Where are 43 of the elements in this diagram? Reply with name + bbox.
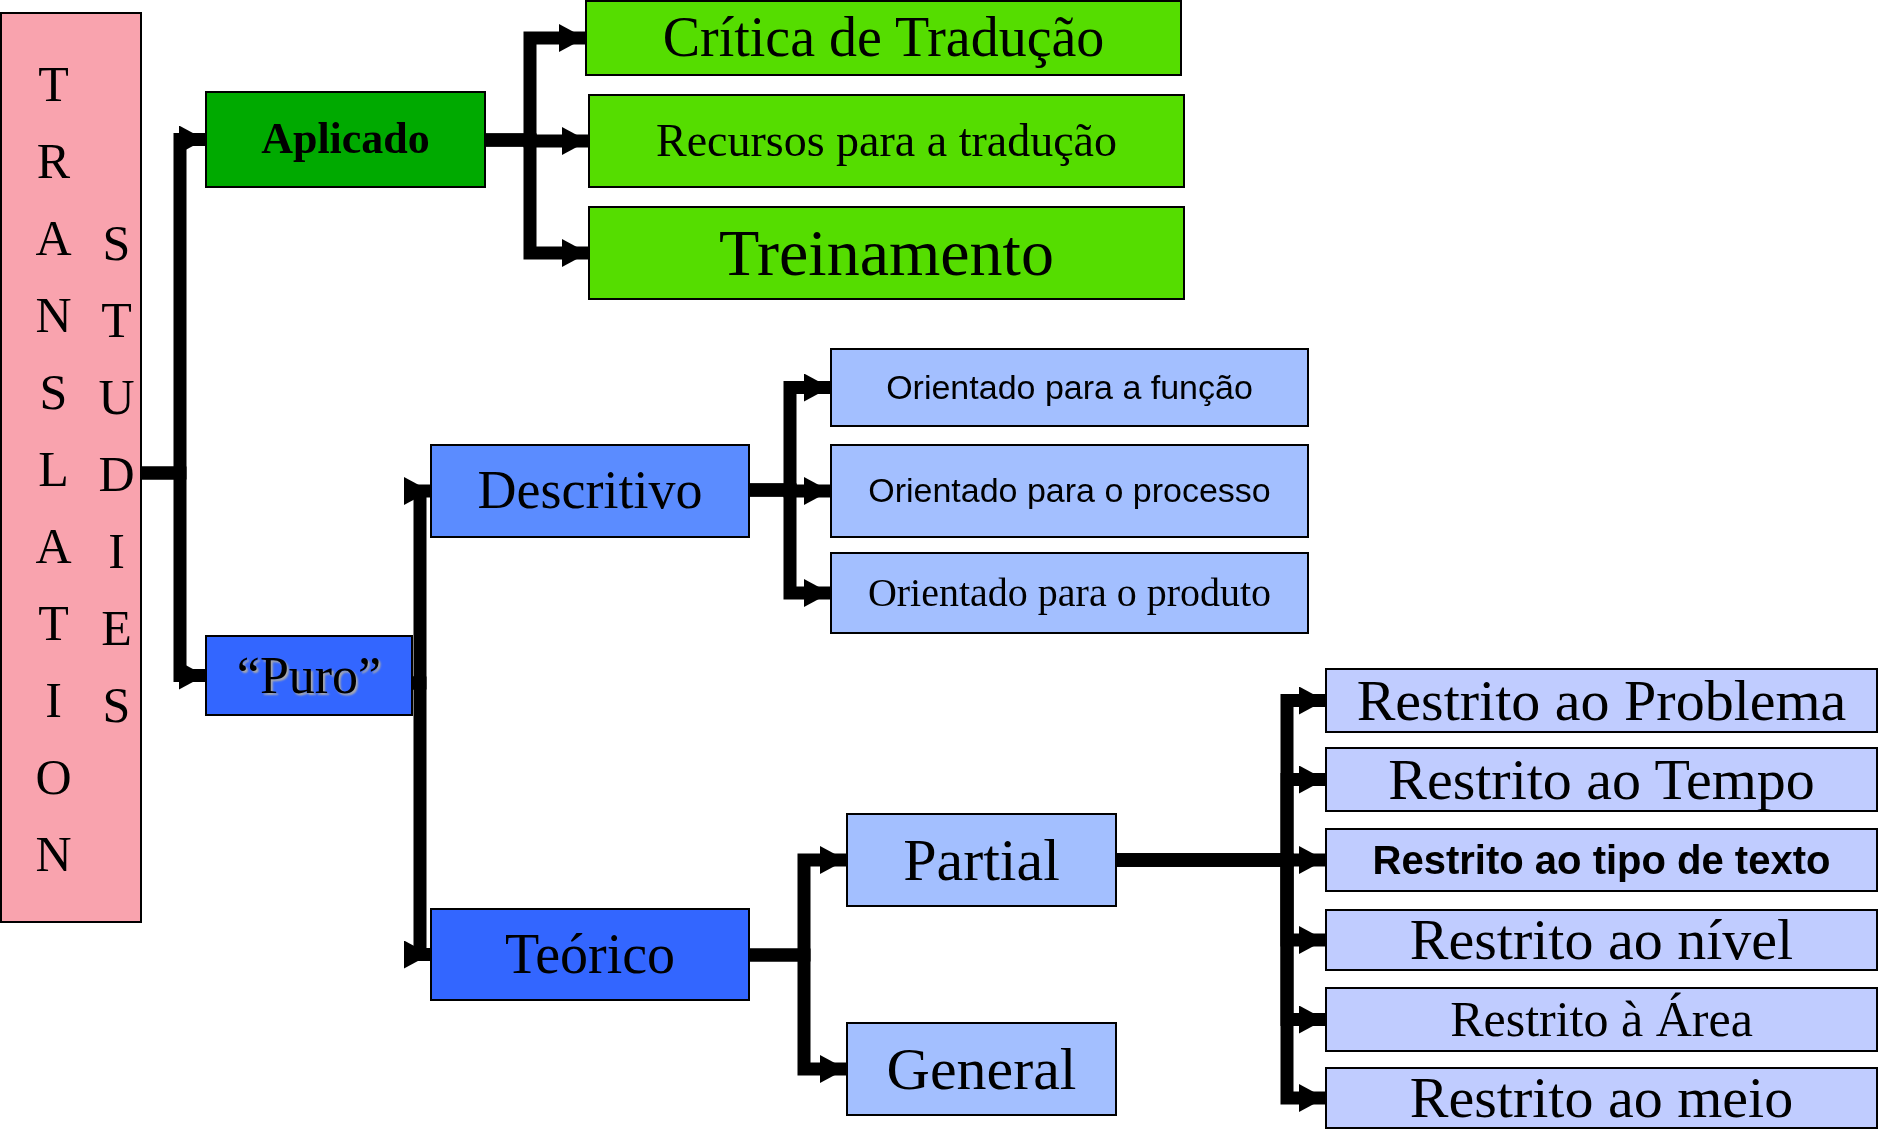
category-box (588, 206, 1185, 300)
node-label: Aplicado (261, 115, 430, 164)
category-box (846, 1022, 1117, 1116)
node-label: Restrito ao meio (1409, 1066, 1794, 1129)
node-label: General (886, 1036, 1077, 1102)
node-label: Restrito ao Problema (1356, 668, 1847, 733)
node-label: Orientado para o processo (868, 472, 1271, 510)
category-box (588, 94, 1185, 188)
node-label: Treinamento (719, 216, 1054, 290)
category-box (205, 635, 413, 716)
node-label: Descritivo (477, 461, 703, 521)
category-box (430, 444, 750, 538)
category-box (1325, 1067, 1878, 1129)
category-box (585, 0, 1182, 76)
category-box (430, 908, 750, 1001)
category-box (1325, 987, 1878, 1052)
arrow (404, 676, 430, 969)
category-box (1325, 747, 1878, 812)
node-label: Restrito à Área (1450, 992, 1753, 1047)
category-box (846, 813, 1117, 907)
vertical-label: STUDIES (97, 214, 136, 735)
arrow (750, 483, 830, 607)
category-box (830, 348, 1309, 427)
vertical-label: TRANSLATION (34, 55, 73, 884)
node-label: Partial (903, 827, 1060, 893)
category-box (205, 91, 486, 188)
node-label: Teórico (504, 923, 676, 986)
node-label: Restrito ao tipo de texto (1372, 838, 1831, 882)
category-box (0, 12, 142, 923)
node-label: Restrito ao Tempo (1388, 747, 1815, 812)
category-box (830, 552, 1309, 634)
node-label: Crítica de Tradução (662, 7, 1105, 69)
node-label: Orientado para o produto (867, 571, 1272, 615)
node-label: Orientado para a função (886, 368, 1253, 407)
node-label: “Puro” (236, 646, 382, 705)
category-box (830, 444, 1309, 538)
arrow (486, 133, 588, 267)
arrow (142, 466, 205, 690)
category-box (1325, 909, 1878, 971)
arrow (750, 948, 846, 1083)
category-box (1325, 828, 1878, 892)
node-label: Restrito ao nível (1409, 908, 1794, 972)
node-label: Recursos para a tradução (655, 115, 1118, 167)
